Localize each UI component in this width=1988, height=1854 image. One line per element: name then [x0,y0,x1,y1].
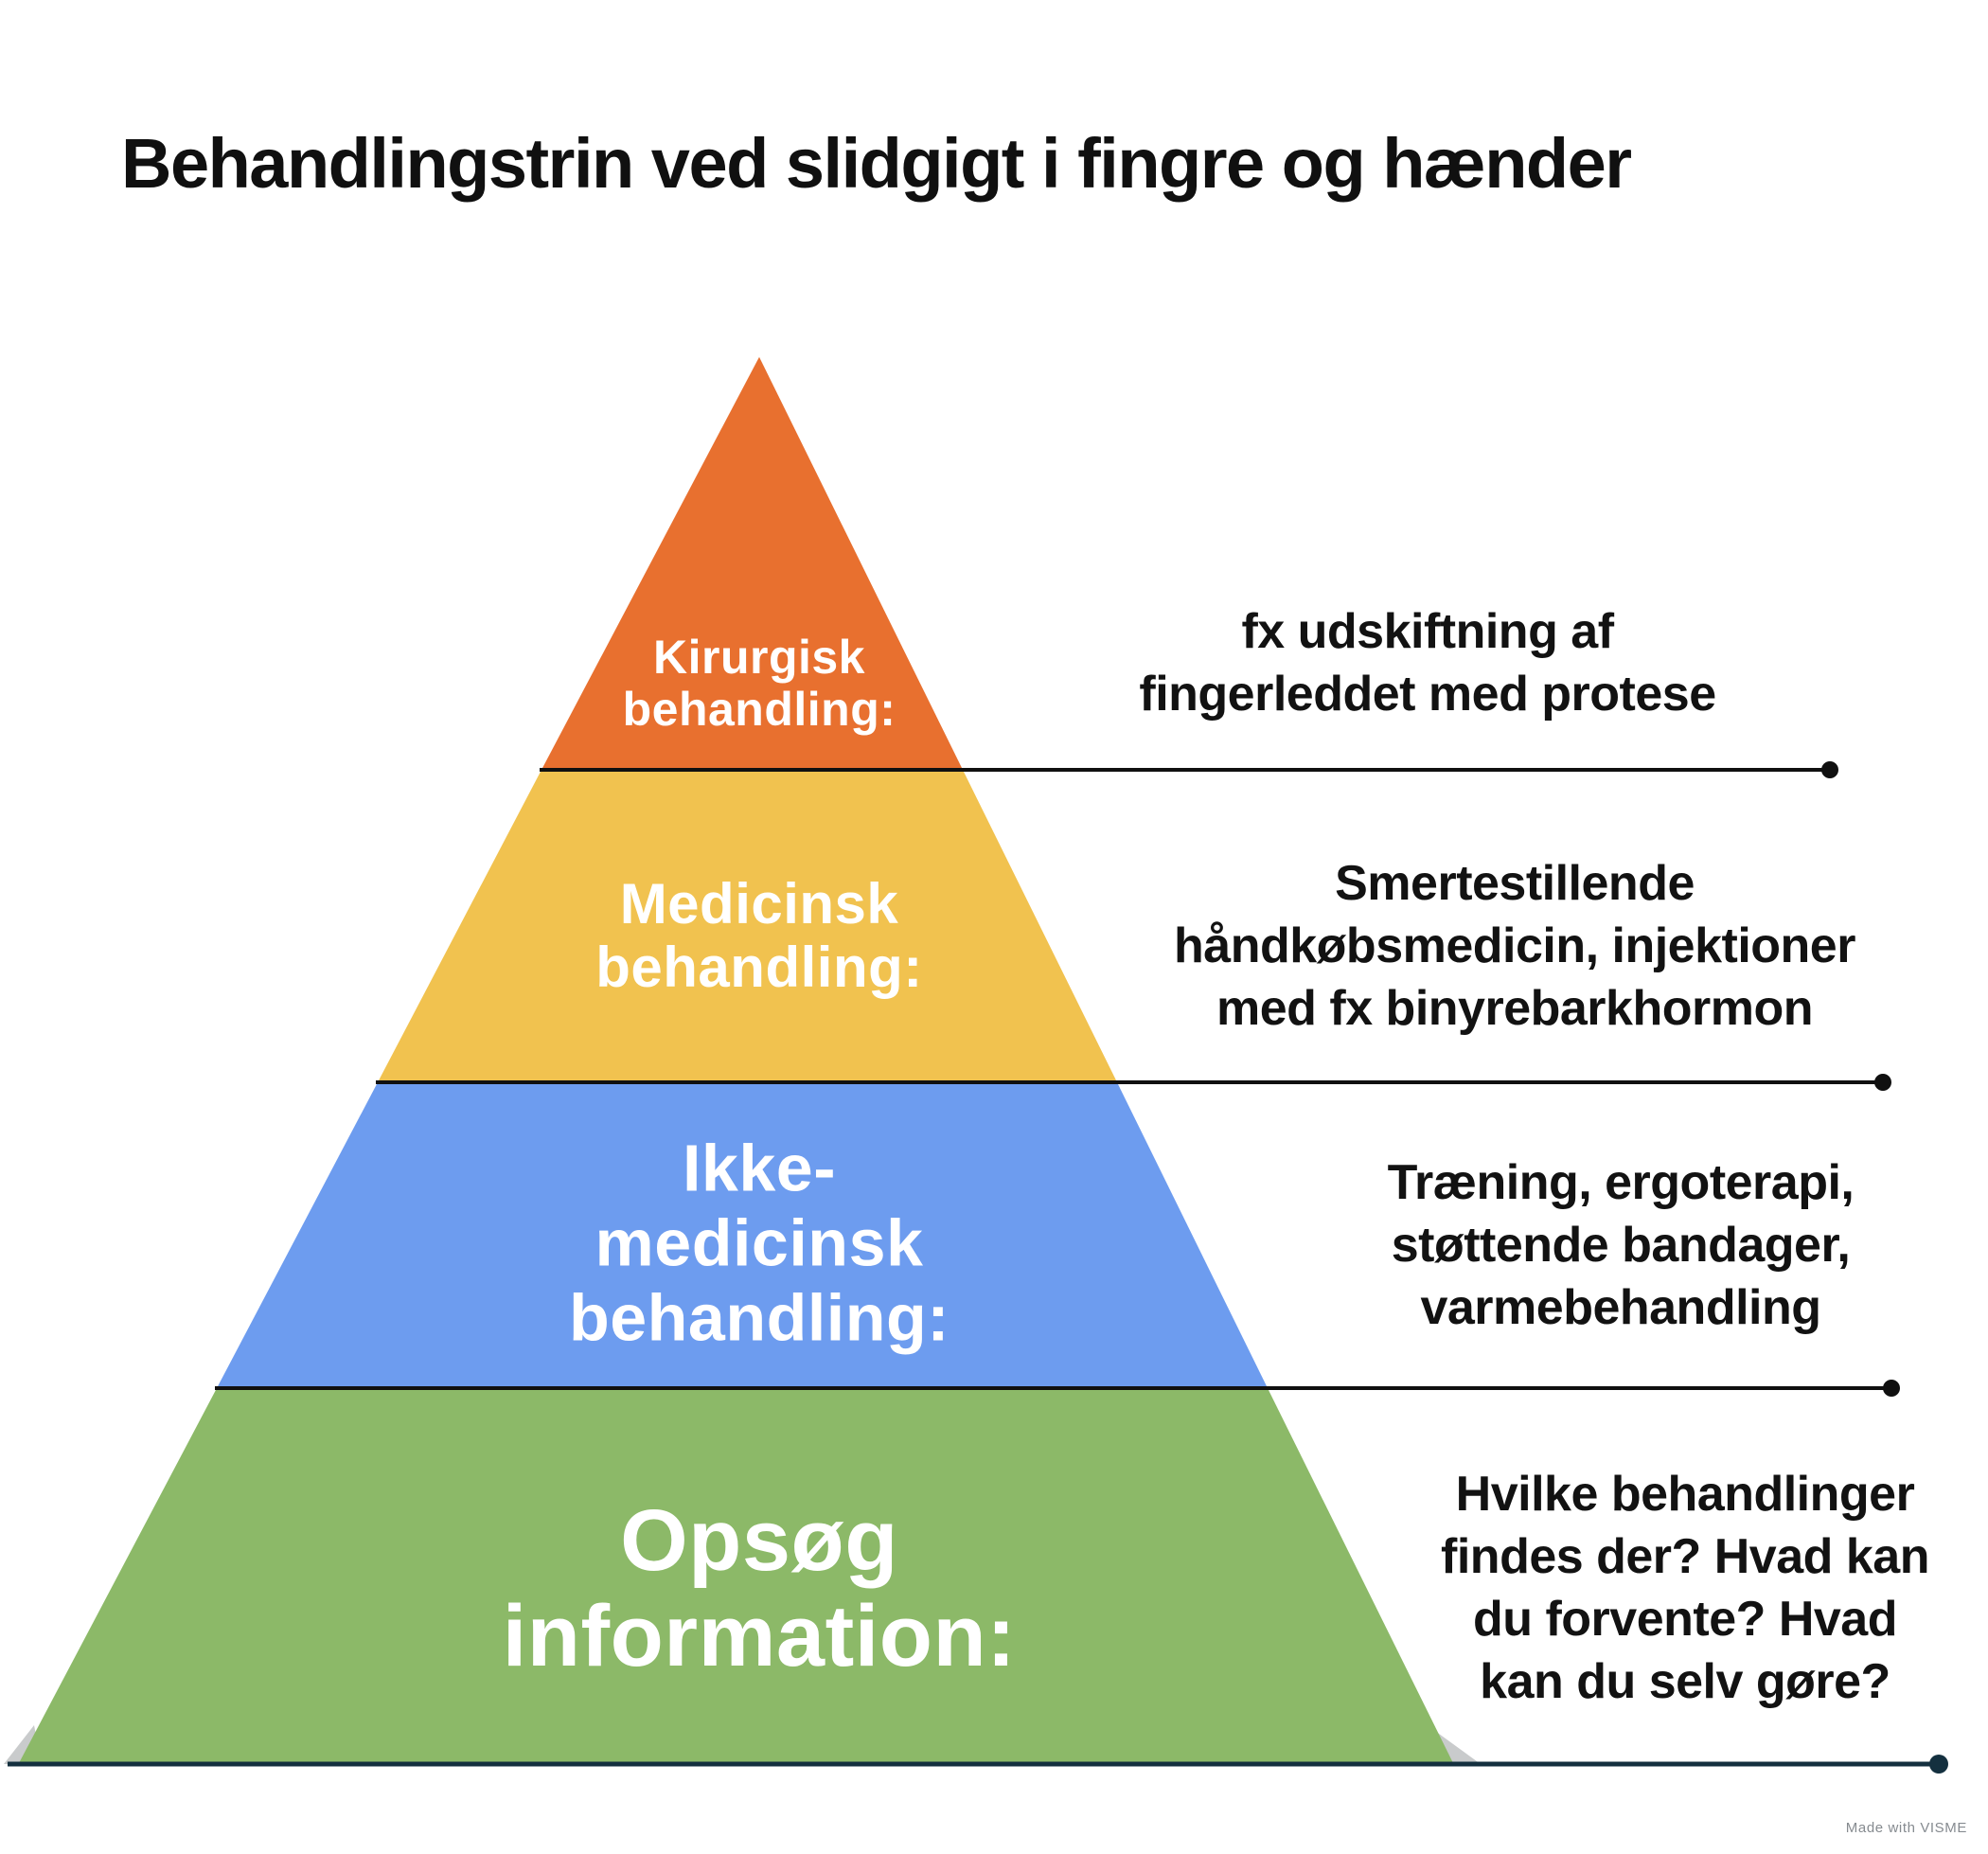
level-1-label: Kirurgisk behandling: [623,632,896,736]
level-2-label: Medicinsk behandling: [595,872,922,999]
level-3-description: Træning, ergoterapi, støttende bandager,… [1388,1151,1855,1339]
level-4-description-line: Hvilke behandlinger [1455,1466,1915,1522]
level-4-description: Hvilke behandlinger findes der? Hvad kan… [1441,1463,1929,1713]
level-1-description: fx udskiftning af fingerleddet med prote… [1139,600,1716,725]
level-3-label-line: Ikke- [682,1131,837,1205]
level-3-label-line: medicinsk [595,1205,924,1280]
baseline-dot [1929,1755,1948,1774]
divider-line-3-dot [1883,1380,1900,1397]
level-3-label: Ikke- medicinsk behandling: [569,1131,950,1355]
level-2-label-line: behandling: [595,936,923,999]
level-1-description-line: fingerleddet med protese [1139,667,1716,722]
level-4-label-line: Opsøg [620,1491,898,1589]
level-4-description-line: du forvente? Hvad [1472,1592,1897,1647]
level-2-description-line: Smertestillende [1335,855,1695,911]
level-4-label: Opsøg information: [502,1491,1017,1685]
pyramid-level-2-medical-shape [378,770,1117,1082]
level-1-label-line: Kirurgisk [652,631,865,684]
level-3-description-line: Træning, ergoterapi, [1387,1154,1855,1210]
divider-line-1-dot [1821,761,1838,778]
pyramid-level-1-surgical-shape [541,357,963,770]
level-1-label-line: behandling: [622,683,896,736]
pyramid-level-4-information-shape [19,1388,1453,1763]
made-with-visme-credit: Made with VISME [1845,1820,1967,1836]
level-4-description-line: kan du selv gøre? [1480,1654,1890,1710]
level-3-label-line: behandling: [568,1280,950,1355]
level-1-description-line: fx udskiftning af [1241,603,1614,659]
level-3-description-line: varmebehandling [1420,1280,1821,1336]
level-4-label-line: information: [502,1588,1017,1685]
level-2-label-line: Medicinsk [619,871,899,936]
divider-line-2-dot [1874,1074,1891,1091]
page-title: Behandlingstrin ved slidgigt i fingre og… [121,124,1632,203]
level-3-description-line: støttende bandager, [1391,1217,1851,1273]
level-4-description-line: findes der? Hvad kan [1441,1528,1929,1584]
pyramid-level-3-nonmedical-shape [217,1082,1268,1388]
level-2-description: Smertestillende håndkøbsmedicin, injekti… [1174,852,1855,1040]
level-2-description-line: med fx binyrebarkhormon [1216,981,1813,1037]
level-2-description-line: håndkøbsmedicin, injektioner [1174,918,1855,973]
